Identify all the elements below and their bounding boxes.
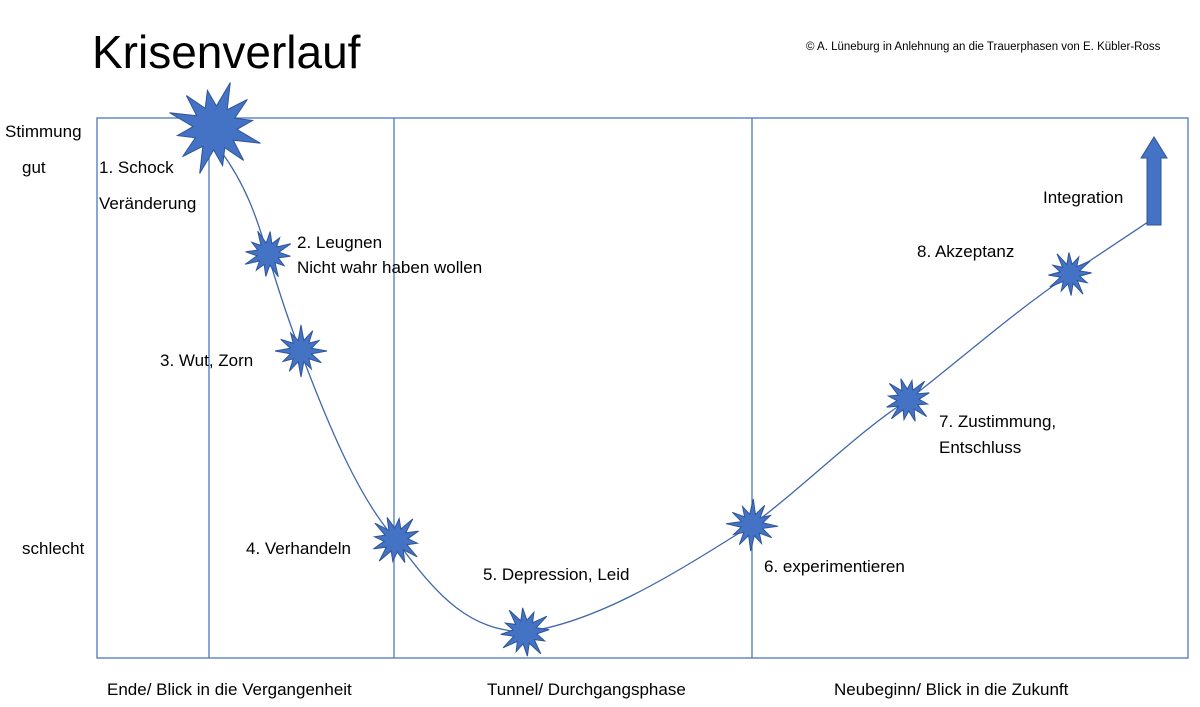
column-label-future: Neubeginn/ Blick in die Zukunft [834,680,1069,699]
phase-8-label: 8. Akzeptanz [917,242,1015,261]
phase-3-star-icon [274,324,328,378]
phase-7-label: 7. Zustimmung, [939,412,1057,431]
phase-3-label: 3. Wut, Zorn [160,351,254,370]
integration-arrow-icon [1140,136,1168,226]
phase-6-label: 6. experimentieren [764,557,905,576]
y-axis-label: Stimmung [5,122,82,141]
phase-4-label: 4. Verhandeln [246,539,351,558]
phase-7-sublabel: Entschluss [939,438,1022,457]
y-axis-top-label: gut [22,158,46,177]
phase-7-star-icon [886,378,930,422]
phase-4-star-icon [372,516,420,564]
phase-2-star-icon [244,230,292,278]
chart-frame [96,117,1189,659]
crisis-curve [219,149,1149,633]
integration-label: Integration [1043,188,1124,207]
column-label-tunnel: Tunnel/ Durchgangsphase [487,680,686,699]
phase-1-label: 1. Schock [99,158,174,177]
phase-5-star-icon [500,607,550,657]
phase-6-star-icon [725,498,779,552]
phase-5-label: 5. Depression, Leid [483,565,630,584]
phase-2-label: 2. Leugnen [297,233,383,252]
y-axis-bottom-label: schlecht [22,539,85,558]
credit-note: © A. Lüneburg in Anlehnung an die Trauer… [806,41,1161,53]
phase-1-star-icon [169,82,261,174]
phase-8-star-icon [1048,252,1092,296]
page-title: Krisenverlauf [92,26,361,78]
phase-2-sublabel: Nicht wahr haben wollen [297,258,483,277]
phase-1-sublabel: Veränderung [99,194,197,213]
column-label-past: Ende/ Blick in die Vergangenheit [107,680,352,699]
